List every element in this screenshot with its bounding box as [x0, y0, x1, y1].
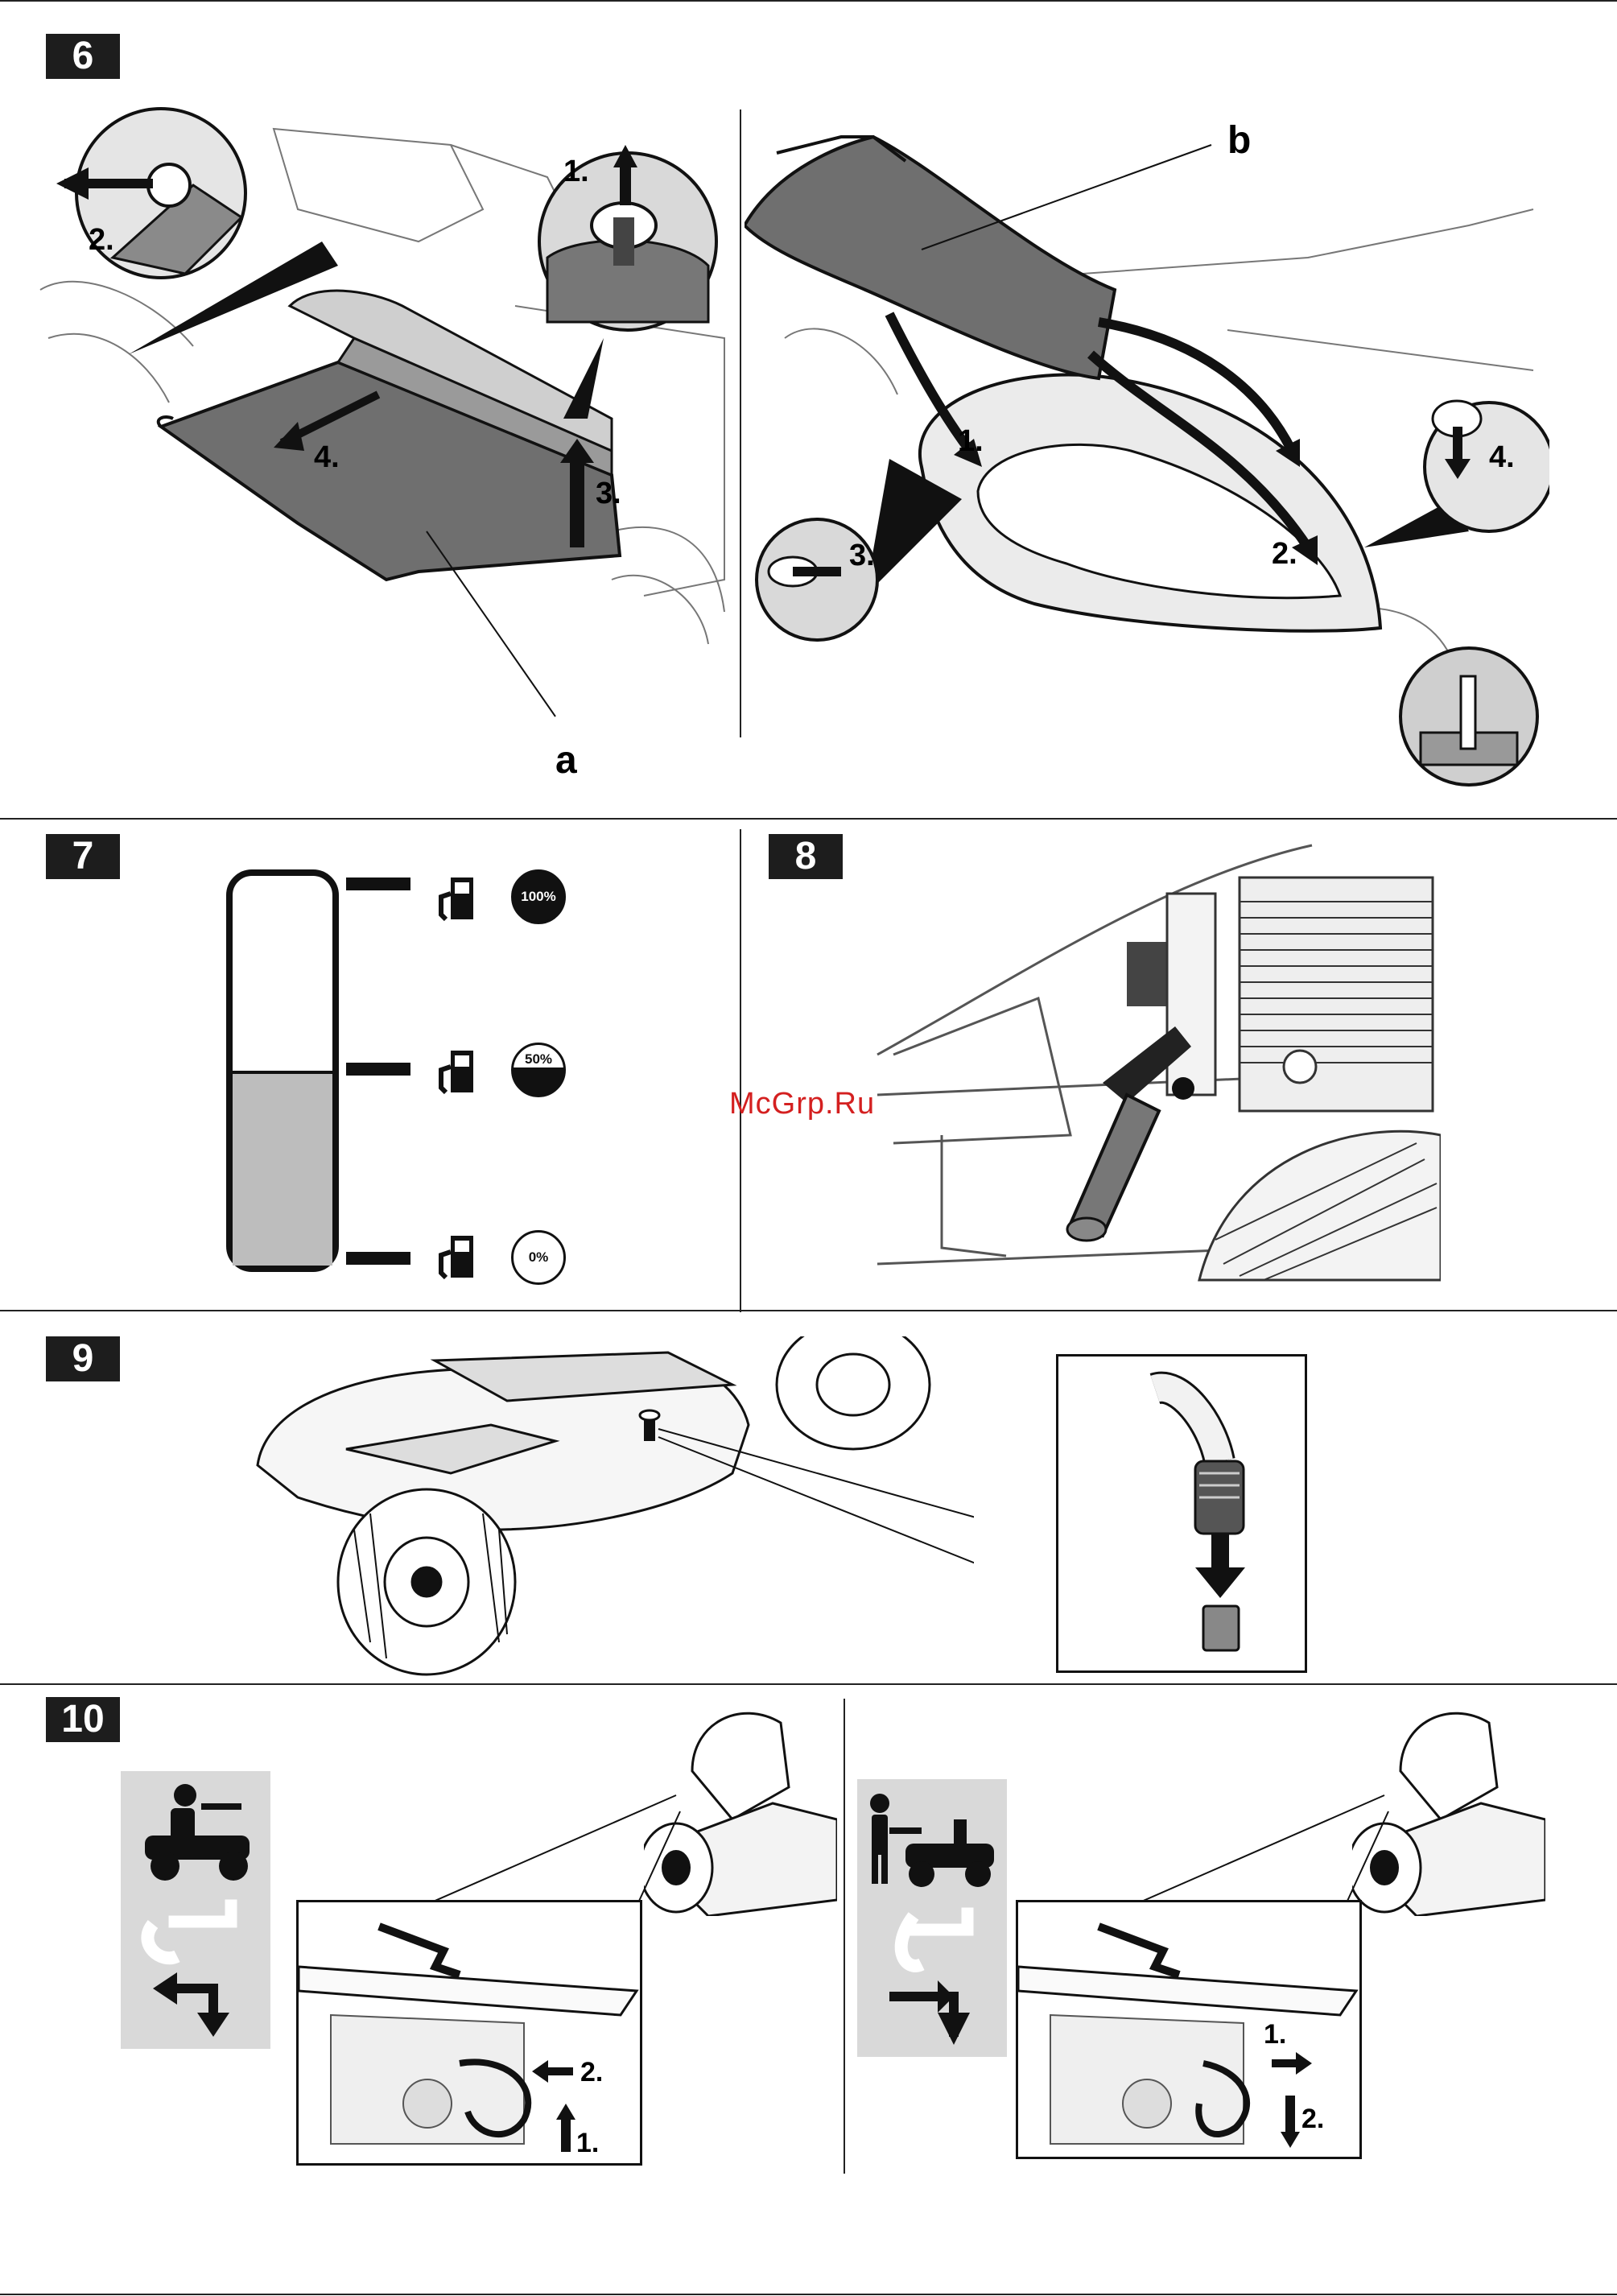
fig10-left-step1: 1.	[576, 2128, 599, 2158]
fig6-right-step1: 1.	[958, 424, 984, 458]
section-number-9: 9	[46, 1336, 120, 1381]
fig8-engine-illustration	[861, 829, 1441, 1304]
fig10-left-step2: 2.	[580, 2057, 603, 2087]
bottom-rule	[0, 2294, 1617, 2295]
fig6-left-step3: 3.	[596, 477, 621, 510]
fuel-gauge-tube	[226, 869, 339, 1272]
section-number-8: 8	[769, 834, 843, 879]
section-divider-6-7	[0, 818, 1617, 820]
fuel-pump-icon	[435, 1228, 483, 1288]
section-number-10: 10	[46, 1697, 120, 1742]
fig10-right-step1: 1.	[1264, 2019, 1286, 2050]
section-divider-7-9	[0, 1310, 1617, 1311]
fig6-callout-a: a	[555, 739, 577, 782]
fig9-hose-detail-box	[1056, 1354, 1307, 1673]
fig10-right-step2: 2.	[1301, 2104, 1324, 2134]
fig6-left-step1: 1.	[563, 155, 589, 188]
marker-line-0	[346, 1252, 410, 1265]
fig6-left-step2: 2.	[89, 223, 114, 257]
fuel-level-50-badge: 50%	[511, 1043, 566, 1097]
fuel-level-fill	[233, 1072, 332, 1266]
fuel-level-100-badge: 100%	[511, 869, 566, 924]
fuel-gauge	[226, 869, 339, 1272]
marker-line-50	[346, 1063, 410, 1076]
fuel-pump-icon	[435, 1043, 483, 1103]
fuel-pump-icon	[435, 869, 483, 930]
fig6-left-illustration: 4. 3. 2. 1. a	[32, 97, 740, 797]
fig10-left-detail-box: 2. 1.	[296, 1900, 642, 2166]
section-number-7: 7	[46, 834, 120, 879]
watermark-text: McGrp.Ru	[729, 1087, 875, 1121]
fig6-right-step2: 2.	[1272, 537, 1297, 571]
fig10-vertical-divider	[844, 1699, 845, 2174]
top-rule	[0, 0, 1617, 2]
fig6-left-step4: 4.	[314, 440, 340, 474]
fig6-right-step4: 4.	[1489, 440, 1515, 474]
rider-mower-icon	[145, 1784, 250, 1881]
section-divider-9-10	[0, 1683, 1617, 1685]
fig10-left-icon-panel	[121, 1771, 270, 2049]
fig6-callout-b: b	[1227, 119, 1251, 162]
fig9-mower-illustration	[250, 1336, 974, 1683]
section-number-6: 6	[46, 34, 120, 79]
fuel-level-markers: 100% 50% 0%	[346, 869, 588, 1288]
fig6-right-step3: 3.	[849, 539, 875, 572]
fig10-right-detail-box: 1. 2.	[1016, 1900, 1362, 2159]
fig7-8-vertical-divider	[740, 829, 741, 1312]
fig6-right-illustration: 1. 2. 3. 4. b	[745, 113, 1549, 813]
fuel-level-0-badge: 0%	[511, 1230, 566, 1285]
marker-line-100	[346, 878, 410, 890]
fig10-right-leader	[1127, 1787, 1392, 1916]
fig10-left-leader	[419, 1787, 684, 1916]
fig10-right-icon-panel	[857, 1779, 1007, 2057]
pushing-mower-icon	[870, 1794, 994, 1887]
